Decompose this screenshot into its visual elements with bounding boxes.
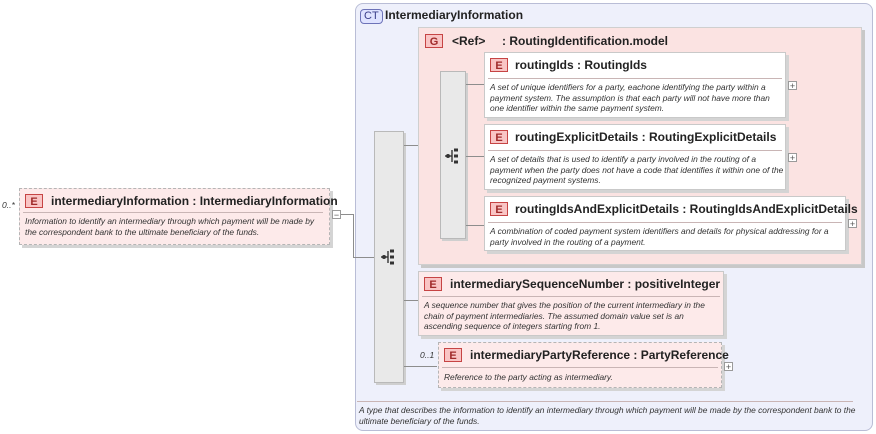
root-element-description: Information to identify an intermediary … bbox=[25, 216, 315, 237]
intermediary-party-reference-separator bbox=[442, 367, 718, 368]
connector-root-to-sequence-3 bbox=[353, 257, 374, 258]
routing-explicit-details-title: routingExplicitDetails : RoutingExplicit… bbox=[515, 130, 777, 144]
intermediary-sequence-number-element[interactable] bbox=[418, 271, 724, 336]
complex-type-tag: CT bbox=[360, 9, 383, 24]
connector-seq-to-party-ref bbox=[404, 366, 437, 367]
intermediary-party-reference-description: Reference to the party acting as interme… bbox=[444, 372, 613, 382]
party-reference-cardinality: 0..1 bbox=[420, 350, 435, 360]
routing-ids-element[interactable] bbox=[484, 52, 786, 118]
routing-explicit-details-separator bbox=[488, 150, 782, 151]
intermediary-party-reference-element[interactable] bbox=[438, 342, 722, 388]
routing-explicit-details-element[interactable] bbox=[484, 124, 786, 190]
sequence-compositor[interactable] bbox=[374, 131, 404, 383]
intermediary-sequence-number-title: intermediarySequenceNumber : positiveInt… bbox=[450, 277, 721, 291]
routing-ids-title: routingIds : RoutingIds bbox=[515, 58, 647, 72]
sequence-compositor-icon bbox=[381, 249, 394, 265]
routing-ids-and-explicit-details-description: A combination of coded payment system id… bbox=[490, 226, 829, 247]
connector-root-to-sequence bbox=[341, 214, 353, 215]
routing-explicit-details-tag: E bbox=[490, 130, 508, 144]
intermediary-sequence-number-separator bbox=[422, 296, 720, 297]
routing-ids-and-explicit-details-separator bbox=[488, 222, 842, 223]
complex-type-description: A type that describes the information to… bbox=[359, 405, 856, 426]
routing-explicit-details-description: A set of details that is used to identif… bbox=[490, 154, 784, 186]
routing-ids-and-explicit-details-tag: E bbox=[490, 202, 508, 216]
connector-inner-to-explicit bbox=[466, 156, 484, 157]
group-tag: G bbox=[425, 34, 443, 48]
connector-seq-to-group bbox=[404, 145, 418, 146]
root-element-separator bbox=[23, 212, 323, 213]
inner-sequence-compositor-icon bbox=[445, 148, 458, 164]
connector-inner-to-idsandexplicit bbox=[466, 225, 484, 226]
root-element-tag: E bbox=[25, 194, 43, 208]
intermediary-party-reference-expand-button[interactable]: + bbox=[724, 362, 733, 372]
root-cardinality: 0..* bbox=[2, 200, 15, 210]
routing-ids-and-explicit-details-element[interactable] bbox=[484, 196, 846, 251]
routing-ids-tag: E bbox=[490, 58, 508, 72]
intermediary-party-reference-title: intermediaryPartyReference : PartyRefere… bbox=[470, 348, 729, 362]
connector-root-to-sequence-2 bbox=[353, 214, 354, 257]
routing-ids-description: A set of unique identifiers for a party,… bbox=[490, 82, 770, 114]
root-collapse-button[interactable]: − bbox=[332, 210, 341, 220]
root-element[interactable] bbox=[19, 188, 330, 245]
routing-ids-and-explicit-details-expand-button[interactable]: + bbox=[848, 219, 857, 229]
group-title: <Ref> : RoutingIdentification.model bbox=[452, 34, 669, 48]
root-element-title: intermediaryInformation : IntermediaryIn… bbox=[51, 194, 338, 208]
complex-type-separator bbox=[357, 401, 853, 402]
routing-ids-expand-button[interactable]: + bbox=[788, 81, 797, 91]
routing-ids-and-explicit-details-title: routingIdsAndExplicitDetails : RoutingId… bbox=[515, 202, 858, 216]
intermediary-sequence-number-description: A sequence number that gives the positio… bbox=[424, 300, 705, 332]
routing-explicit-details-expand-button[interactable]: + bbox=[788, 153, 797, 163]
routing-ids-separator bbox=[488, 78, 782, 79]
connector-seq-to-sequence-number bbox=[404, 300, 418, 301]
intermediary-party-reference-tag: E bbox=[444, 348, 462, 362]
intermediary-sequence-number-tag: E bbox=[424, 277, 442, 291]
complex-type-name: IntermediaryInformation bbox=[385, 8, 524, 22]
connector-inner-to-routingids bbox=[466, 84, 484, 85]
inner-sequence-compositor[interactable] bbox=[440, 71, 466, 239]
